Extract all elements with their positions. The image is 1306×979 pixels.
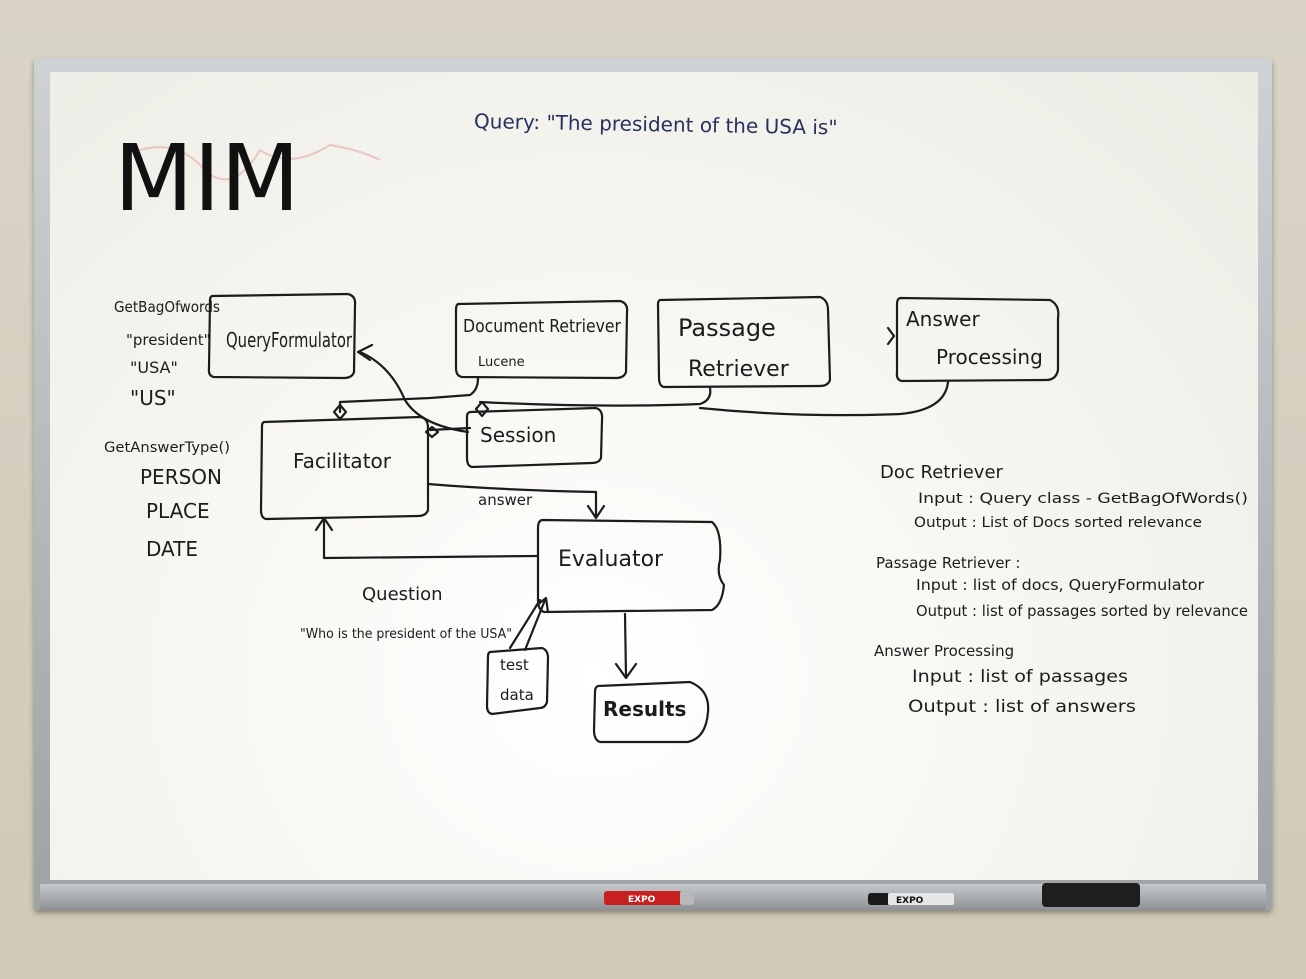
diamond-facilitator-right	[424, 425, 440, 439]
red-marker-brand: EXPO	[628, 895, 656, 905]
eraser[interactable]	[1042, 883, 1140, 907]
edge-label-question-example: "Who is the president of the USA"	[300, 627, 512, 642]
connector-facilitator-evaluator	[426, 482, 598, 518]
note-bag-line-1: GetBagOfwords	[114, 298, 220, 316]
test-data-label-1: test	[500, 656, 529, 674]
red-marker-cap	[680, 891, 694, 905]
document-retriever-sublabel: Lucene	[478, 355, 525, 370]
erased-red-scribble	[139, 143, 381, 181]
edge-label-question: Question	[362, 584, 443, 605]
results-box	[592, 680, 710, 744]
connector-testdata-evaluator	[508, 598, 547, 652]
red-marker-body	[604, 891, 692, 905]
note-answer-output: Output : list of answers	[908, 697, 1136, 717]
note-doc-input: Input : Query class - GetBagOfWords()	[918, 491, 1248, 507]
note-doc-output: Output : List of Docs sorted relevance	[914, 515, 1202, 531]
evaluator-label: Evaluator	[558, 547, 664, 572]
left-notes-answer-type: GetAnswerType() PERSON PLACE DATE	[104, 440, 230, 561]
passage-retriever-box	[656, 295, 832, 389]
query-formulator-box	[207, 292, 357, 380]
right-notes-passage-retriever: Passage Retriever : Input : list of docs…	[876, 554, 1248, 620]
passage-retriever-label-1: Passage	[678, 314, 776, 342]
facilitator-box	[259, 415, 430, 521]
note-answer-input: Input : list of passages	[912, 667, 1128, 687]
eraser-body	[1042, 883, 1140, 907]
arrowhead-facilitator-bottom	[314, 516, 334, 532]
note-answer-heading: Answer Processing	[874, 642, 1014, 660]
note-bag-line-4: "US"	[130, 386, 176, 410]
right-notes-doc-retriever: Doc Retriever Input : Query class - GetB…	[880, 462, 1248, 531]
test-data-box	[485, 646, 550, 716]
black-marker-brand: EXPO	[896, 896, 924, 906]
note-passage-input: Input : list of docs, QueryFormulator	[916, 576, 1205, 594]
note-bag-line-2: "president"	[126, 331, 211, 349]
note-passage-heading: Passage Retriever :	[876, 554, 1020, 572]
document-retriever-box	[454, 299, 629, 380]
diamond-session-top	[474, 400, 490, 418]
arrowhead-queryformulator	[356, 343, 374, 362]
evaluator-box	[536, 518, 726, 614]
right-notes-answer-processing: Answer Processing Input : list of passag…	[874, 642, 1136, 717]
note-type-line-2: PERSON	[140, 465, 222, 489]
test-data-label-2: data	[500, 686, 534, 704]
black-marker-cap	[868, 893, 890, 905]
session-box	[465, 406, 604, 469]
connector-evaluator-results	[623, 612, 628, 678]
passage-retriever-label-2: Retriever	[688, 357, 790, 382]
facilitator-label: Facilitator	[293, 449, 392, 473]
arrowhead-evaluator-bottom	[534, 596, 550, 614]
black-marker-body	[888, 893, 954, 905]
left-notes-bag-of-words: GetBagOfwords "president" "USA" "US"	[114, 298, 220, 410]
document-retriever-label: Document Retriever	[463, 316, 622, 337]
connector-facilitator-docretriever	[338, 376, 480, 414]
answer-processing-label-1: Answer	[906, 307, 980, 331]
arrowhead-evaluator-top	[586, 504, 606, 520]
query-line: Query: "The president of the USA is"	[474, 109, 838, 139]
connector-bus-passageretriever	[478, 386, 712, 407]
diagram-title: MIM	[114, 125, 300, 232]
connector-evaluator-facilitator	[322, 518, 540, 560]
query-formulator-label: QueryFormulator	[226, 328, 353, 352]
red-marker[interactable]: EXPO	[604, 891, 694, 905]
session-label: Session	[480, 423, 556, 447]
answer-processing-box	[895, 296, 1060, 383]
arrowhead-results	[614, 662, 638, 680]
diamond-facilitator-top	[332, 403, 348, 421]
edge-label-answer: answer	[478, 491, 533, 509]
note-passage-output: Output : list of passages sorted by rele…	[916, 602, 1248, 620]
whiteboard-surface	[50, 72, 1258, 880]
note-type-line-3: PLACE	[146, 499, 210, 523]
note-type-line-1: GetAnswerType()	[104, 440, 230, 456]
note-type-line-4: DATE	[146, 537, 198, 561]
results-label: Results	[603, 697, 686, 721]
black-marker[interactable]: EXPO	[868, 893, 954, 906]
connector-session-queryformulator	[358, 350, 470, 434]
answer-processing-tick	[886, 326, 896, 346]
answer-processing-label-2: Processing	[936, 345, 1043, 369]
note-bag-line-3: "USA"	[130, 358, 178, 377]
note-doc-heading: Doc Retriever	[880, 462, 1004, 483]
